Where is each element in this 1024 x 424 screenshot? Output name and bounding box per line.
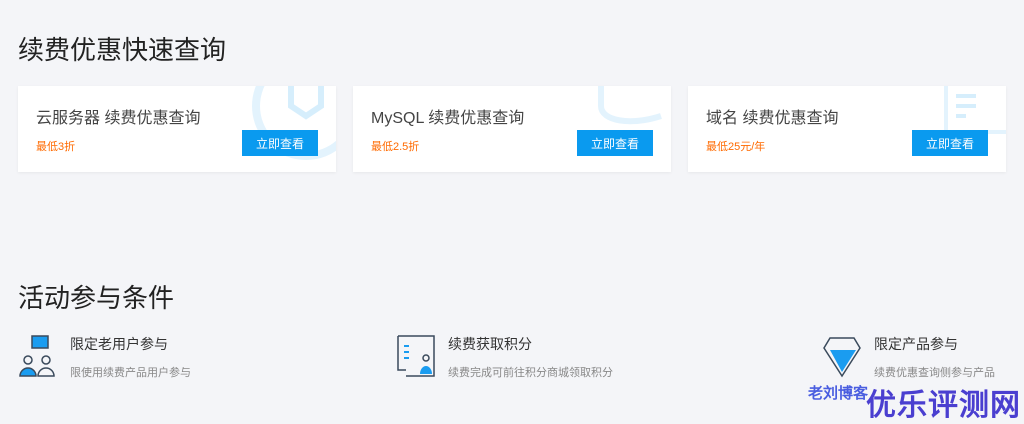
condition-title: 限定老用户参与 — [70, 336, 168, 352]
domain-deco-icon — [944, 86, 1006, 134]
view-now-button[interactable]: 立即查看 — [912, 130, 988, 156]
condition-desc: 续费优惠查询侧参与产品 — [874, 367, 995, 379]
section-title-conditions: 活动参与条件 — [18, 283, 175, 313]
document-user-icon — [397, 335, 435, 377]
view-now-button[interactable]: 立即查看 — [242, 130, 318, 156]
condition-title: 限定产品参与 — [874, 336, 958, 352]
card-price: 最低2.5折 — [371, 141, 420, 153]
section-title-renewal: 续费优惠快速查询 — [18, 35, 227, 65]
diamond-icon — [823, 337, 861, 378]
card-title: 域名 续费优惠查询 — [706, 110, 839, 127]
watermark-small: 老刘博客 — [808, 385, 869, 402]
condition-title: 续费获取积分 — [448, 336, 532, 352]
card-title: 云服务器 续费优惠查询 — [36, 110, 201, 127]
condition-desc: 续费完成可前往积分商城领取积分 — [448, 367, 613, 379]
users-icon — [19, 335, 55, 377]
card-cloud-server: 云服务器 续费优惠查询 最低3折 立即查看 — [18, 86, 336, 172]
condition-points: 续费获取积分续费完成可前往积分商城领取积分 — [396, 334, 613, 380]
card-title: MySQL 续费优惠查询 — [371, 110, 525, 127]
database-deco-icon — [598, 86, 662, 125]
card-mysql: MySQL 续费优惠查询 最低2.5折 立即查看 — [353, 86, 671, 172]
card-price: 最低25元/年 — [706, 141, 766, 153]
condition-products: 限定产品参与续费优惠查询侧参与产品 — [822, 334, 995, 380]
condition-old-users: 限定老用户参与限使用续费产品用户参与 — [18, 334, 191, 380]
condition-desc: 限使用续费产品用户参与 — [70, 367, 191, 379]
card-domain: 域名 续费优惠查询 最低25元/年 立即查看 — [688, 86, 1006, 172]
view-now-button[interactable]: 立即查看 — [577, 130, 653, 156]
server-deco-icon — [252, 86, 336, 160]
card-price: 最低3折 — [36, 141, 76, 153]
watermark-large: 优乐评测网 — [866, 389, 1021, 422]
